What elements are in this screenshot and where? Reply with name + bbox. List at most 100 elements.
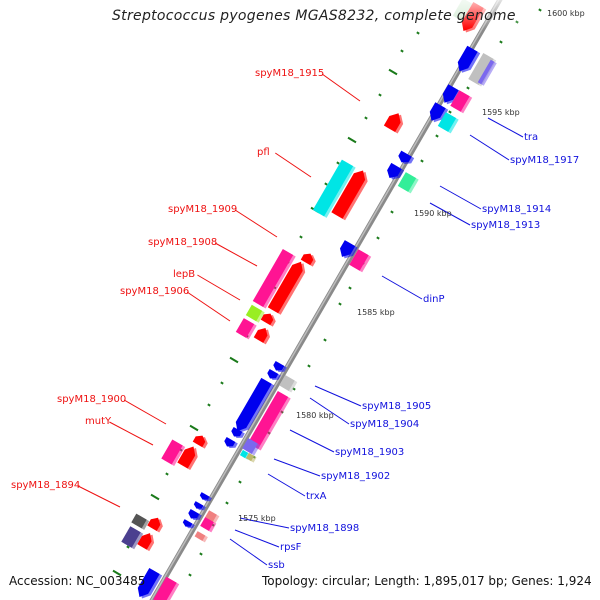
- label-leader-line: [439, 185, 482, 210]
- gene-feature-ssb-b[interactable]: [193, 501, 204, 509]
- gene-feature-magenta-tra[interactable]: [450, 90, 470, 112]
- gene-label[interactable]: spyM18_1903: [335, 447, 404, 458]
- genome-backbone: [149, 0, 503, 600]
- gene-label[interactable]: dinP: [423, 294, 445, 305]
- gene-label[interactable]: spyM18_1915: [255, 68, 324, 79]
- gene-feature-rpsF[interactable]: [200, 517, 214, 531]
- gene-feature-spyM18-1894[interactable]: [131, 513, 147, 529]
- label-leader-line: [275, 152, 312, 178]
- label-leader-line: [109, 421, 154, 446]
- gene-feature-spyM18-1900[interactable]: [192, 435, 206, 448]
- gene-feature-spyM18-1902[interactable]: [242, 438, 258, 454]
- gene-label[interactable]: spyM18_1909: [168, 204, 237, 215]
- gene-label[interactable]: spyM18_1913: [471, 220, 540, 231]
- gene-feature-blue-bottom[interactable]: [137, 568, 160, 597]
- gene-feature-small-red[interactable]: [300, 253, 314, 266]
- gene-feature-spyM18-1905-a[interactable]: [273, 361, 285, 371]
- gene-feature-pfl-red[interactable]: [331, 170, 366, 219]
- gene-feature-ssb-d[interactable]: [182, 519, 193, 527]
- scale-label: 1575 kbp: [238, 514, 276, 523]
- scale-label: 1590 kbp: [414, 209, 452, 218]
- scale-label: 1585 kbp: [357, 308, 395, 317]
- gene-feature-dinP[interactable]: [349, 249, 369, 271]
- gene-feature-red-a[interactable]: [260, 313, 274, 326]
- gene-feature-red-c[interactable]: [147, 517, 161, 531]
- gene-feature-mutY-red[interactable]: [177, 446, 196, 469]
- label-leader-line: [314, 385, 362, 407]
- gene-label[interactable]: spyM18_1914: [482, 204, 551, 215]
- gene-feature-trxA-b[interactable]: [245, 452, 255, 462]
- gene-feature-mutY[interactable]: [161, 439, 183, 465]
- gene-label[interactable]: ssb: [268, 560, 285, 571]
- gene-feature-spyM18-1914[interactable]: [387, 162, 402, 179]
- gene-feature-purple-strip[interactable]: [477, 59, 495, 85]
- gene-feature-spyM18-1914-a[interactable]: [398, 150, 412, 163]
- gene-feature-spyM18-1906[interactable]: [235, 318, 255, 338]
- gene-label[interactable]: pfl: [257, 147, 270, 158]
- tick-mark: [466, 86, 470, 90]
- gene-feature-pfl[interactable]: [312, 159, 354, 217]
- tick-mark: [229, 356, 239, 364]
- gene-feature-spyM18-1915[interactable]: [383, 113, 401, 133]
- gene-feature-blue-3[interactable]: [429, 102, 446, 121]
- tick-mark: [499, 40, 503, 44]
- gene-feature-ssb-c[interactable]: [188, 509, 200, 519]
- gene-label[interactable]: spyM18_1917: [510, 155, 579, 166]
- gene-label[interactable]: spyM18_1905: [362, 401, 431, 412]
- gene-feature-spyM18-1905-b[interactable]: [267, 369, 279, 379]
- tick-mark: [238, 480, 242, 484]
- features: [121, 0, 497, 600]
- gene-feature-lepB[interactable]: [245, 304, 263, 322]
- gene-label[interactable]: trxA: [306, 491, 327, 502]
- tick-mark: [112, 569, 122, 577]
- gene-feature-purple-strip-shadow: [480, 61, 497, 86]
- gene-feature-spyM18-1905[interactable]: [279, 375, 295, 391]
- gene-feature-ssb[interactable]: [194, 531, 206, 541]
- gene-label[interactable]: rpsF: [280, 542, 302, 553]
- tick-mark: [338, 302, 342, 306]
- gene-label[interactable]: lepB: [173, 269, 195, 280]
- gene-feature-ssb-a[interactable]: [199, 492, 210, 500]
- gene-label[interactable]: spyM18_1906: [120, 286, 189, 297]
- scale-label: 1600 kbp: [547, 9, 585, 18]
- tick-mark: [225, 501, 229, 505]
- tick-mark: [336, 161, 340, 165]
- genome-backbone-highlight: [150, 0, 500, 600]
- gene-feature-spyM18-1917[interactable]: [437, 112, 457, 132]
- label-leader-line: [289, 429, 335, 453]
- gene-feature-red-b[interactable]: [253, 327, 268, 343]
- tick-mark: [199, 552, 203, 556]
- gene-feature-blue-small-1[interactable]: [231, 427, 243, 437]
- gene-label[interactable]: mutY: [85, 416, 112, 427]
- gene-feature-dinP-blue[interactable]: [340, 240, 356, 257]
- gene-feature-spyM18-1913[interactable]: [397, 172, 417, 192]
- gene-feature-spyM18-1908[interactable]: [252, 249, 294, 307]
- gene-label[interactable]: spyM18_1902: [321, 471, 390, 482]
- gene-feature-spyM18-1909[interactable]: [267, 261, 303, 314]
- gene-feature-grey[interactable]: [468, 53, 494, 85]
- gene-feature-magenta-bottom[interactable]: [153, 576, 177, 600]
- gene-label[interactable]: spyM18_1898: [290, 523, 359, 534]
- gene-label[interactable]: spyM18_1894: [11, 480, 80, 491]
- tick-mark: [324, 182, 328, 186]
- gene-feature-blue-small-2[interactable]: [224, 437, 236, 447]
- gene-label[interactable]: spyM18_1908: [148, 237, 217, 248]
- gene-feature-blue-2[interactable]: [442, 84, 459, 103]
- tick-mark: [400, 49, 404, 53]
- gene-label[interactable]: spyM18_1904: [350, 419, 419, 430]
- tick-mark: [420, 159, 424, 163]
- tick-mark: [448, 110, 452, 114]
- gene-feature-spyM18-1904[interactable]: [235, 377, 272, 432]
- tick-mark: [416, 31, 420, 35]
- gene-feature-spyM18-1903[interactable]: [247, 391, 289, 449]
- gene-label[interactable]: spyM18_1900: [57, 394, 126, 405]
- gene-feature-blue-top[interactable]: [457, 45, 478, 72]
- gene-feature-dark-blue[interactable]: [121, 526, 141, 548]
- gene-feature-trxA[interactable]: [239, 449, 249, 459]
- label-leader-line: [309, 397, 350, 425]
- gene-label[interactable]: tra: [524, 132, 538, 143]
- gene-feature-red-d[interactable]: [137, 533, 152, 550]
- label-leader-line: [469, 134, 510, 161]
